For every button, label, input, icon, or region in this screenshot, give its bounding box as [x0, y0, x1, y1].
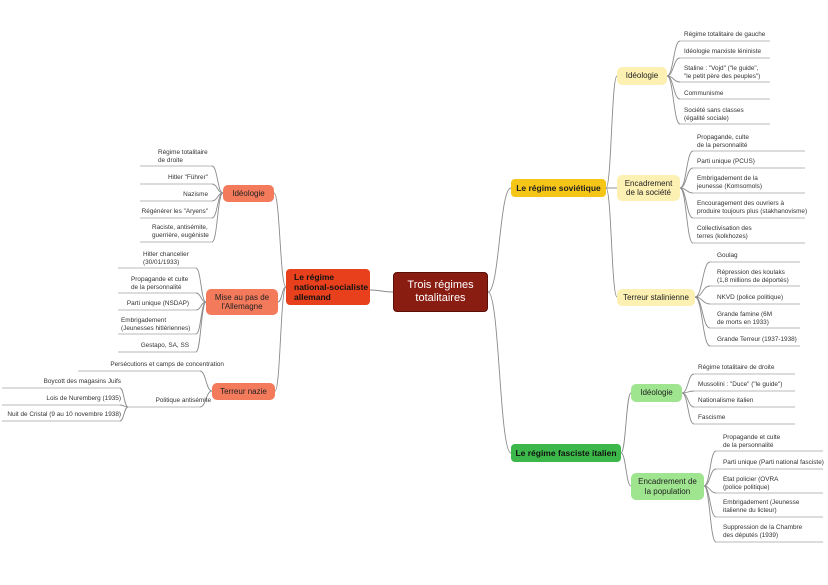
leaf-nazi-ideologie-4: Régénérer les "Aryens": [141, 208, 208, 215]
link-1: [487, 291, 512, 454]
link-6: [666, 40, 681, 77]
leaf-fasciste-ideologie-1: Régime totalitaire de droite: [698, 364, 775, 371]
link-48: [703, 468, 717, 487]
leaf-soviet-ideologie-4: Communisme: [684, 90, 724, 97]
leaf-soviet-encadrement-2: Parti unique (PCUS): [697, 158, 755, 165]
leaf-soviet-terreur-2: Répression des koulaks (1,8 millions de …: [717, 269, 789, 284]
link-81: [199, 390, 213, 408]
soviet-terreur[interactable]: Terreur stalinienne: [617, 289, 695, 306]
leaf-soviet-encadrement-4: Encouragement des ouvriers à produire to…: [697, 200, 808, 215]
soviet-ideologie[interactable]: Idéologie: [617, 67, 667, 85]
link-58: [274, 286, 287, 392]
link-8: [666, 57, 681, 77]
link-36: [620, 392, 632, 454]
leaf-soviet-ideologie-5: Société sans classes (égalité sociale): [684, 107, 744, 122]
leaf-nazi-terreur-1: Persécutions et camps de concentration: [110, 361, 224, 368]
leaf-soviet-encadrement-5: Collectivisation des terres (kolkhozes): [697, 225, 752, 240]
link-26: [694, 261, 711, 298]
link-14: [666, 75, 681, 125]
leaf-nazi-antisemite-2: Lois de Nuremberg (1935): [46, 395, 121, 402]
leaf-soviet-terreur-1: Goulag: [717, 252, 738, 259]
link-59: [211, 165, 224, 194]
leaf-soviet-encadrement-3: Embrigadement de la jeunesse (Komsomols): [697, 175, 762, 190]
leaf-fasciste-encadrement-4: Embrigadement (Jeunesse italienne du lic…: [723, 499, 800, 514]
link-56: [273, 192, 287, 288]
link-46: [703, 450, 717, 487]
branch-soviet[interactable]: Le régime soviétique: [511, 179, 606, 197]
link-67: [211, 192, 224, 243]
leaf-soviet-terreur-4: Grande famine (6M de morts en 1933): [717, 311, 773, 326]
leaf-nazi-mise-1: Hitler chancelier (30/01/1933): [143, 251, 189, 266]
leaf-nazi-ideologie-3: Nazisme: [183, 191, 208, 198]
link-28: [694, 285, 711, 298]
link-0: [487, 187, 512, 293]
leaf-soviet-ideologie-1: Régime totalitaire de gauche: [684, 31, 766, 38]
nazi-terreur[interactable]: Terreur nazie: [212, 383, 275, 400]
nazi-ideologie[interactable]: Idéologie: [223, 185, 274, 202]
leaf-nazi-mise-2: Propagande et culte de la personnalité: [131, 276, 189, 291]
link-77: [195, 301, 207, 353]
leaf-soviet-terreur-5: Grande Terreur (1937-1938): [717, 336, 797, 343]
leaf-nazi-terreur-2: Politique antisémite: [155, 397, 211, 404]
link-16: [679, 150, 694, 189]
leaf-fasciste-encadrement-3: Etat policier (OVRA (police politique): [723, 476, 779, 491]
link-69: [195, 267, 207, 303]
leaf-fasciste-ideologie-3: Nationalisme italien: [698, 397, 754, 404]
leaf-nazi-ideologie-1: Régime totalitaire de droite: [158, 149, 208, 164]
nazi-mise-au-pas[interactable]: Mise au pas de l'Allemagne: [206, 289, 278, 315]
branch-fasciste[interactable]: Le régime fasciste italien: [511, 444, 621, 462]
link-2: [369, 289, 394, 293]
leaf-nazi-antisemite-1: Boycott des magasins Juifs: [43, 378, 121, 385]
leaf-nazi-mise-4: Embrigadement (Jeunesses hitlériennes): [121, 317, 191, 332]
leaf-soviet-ideologie-3: Staline : "Vojd" ("le guide", "le petit …: [684, 65, 761, 80]
link-18: [679, 167, 694, 189]
central-topic[interactable]: Trois régimes totalitaires: [393, 272, 488, 312]
link-34: [694, 296, 711, 347]
leaf-soviet-ideologie-2: Idéologie marxiste léniniste: [684, 48, 762, 55]
leaf-fasciste-encadrement-1: Propagande et culte de la personnalité: [723, 434, 781, 449]
fasciste-ideologie[interactable]: Idéologie: [631, 384, 682, 402]
link-79: [199, 370, 213, 392]
link-5: [605, 187, 618, 298]
leaf-fasciste-encadrement-2: Parti unique (Parti national fasciste): [723, 459, 824, 466]
leaf-nazi-ideologie-5: Raciste, antisémite, guerrière, eugénist…: [152, 224, 209, 239]
leaf-soviet-encadrement-1: Propagande, culte de la personnalité: [697, 134, 749, 149]
leaf-soviet-terreur-3: NKVD (police politique): [717, 294, 784, 301]
leaf-fasciste-ideologie-2: Mussolini : "Duce" ("le guide"): [698, 381, 783, 388]
leaf-nazi-mise-5: Gestapo, SA, SS: [140, 342, 189, 349]
link-24: [679, 187, 694, 244]
link-83: [119, 387, 129, 408]
link-38: [681, 373, 695, 394]
leaf-nazi-antisemite-3: Nuit de Cristal (9 au 10 novembre 1938): [7, 411, 121, 418]
leaf-nazi-mise-3: Parti unique (NSDAP): [126, 300, 189, 307]
leaf-fasciste-ideologie-4: Fascisme: [698, 414, 726, 421]
link-87: [119, 406, 129, 422]
link-44: [681, 392, 695, 425]
link-37: [620, 452, 632, 487]
leaf-fasciste-encadrement-5: Suppression de la Chambre des députés (1…: [723, 524, 803, 539]
soviet-encadrement[interactable]: Encadrement de la société: [617, 175, 680, 201]
leaf-nazi-ideologie-2: Hitler "Führer": [167, 174, 208, 181]
link-3: [605, 75, 618, 189]
branch-nazi[interactable]: Le régime national-socialiste allemand: [286, 269, 370, 305]
fasciste-encadrement[interactable]: Encadrement de la population: [631, 473, 704, 500]
link-54: [703, 485, 717, 543]
